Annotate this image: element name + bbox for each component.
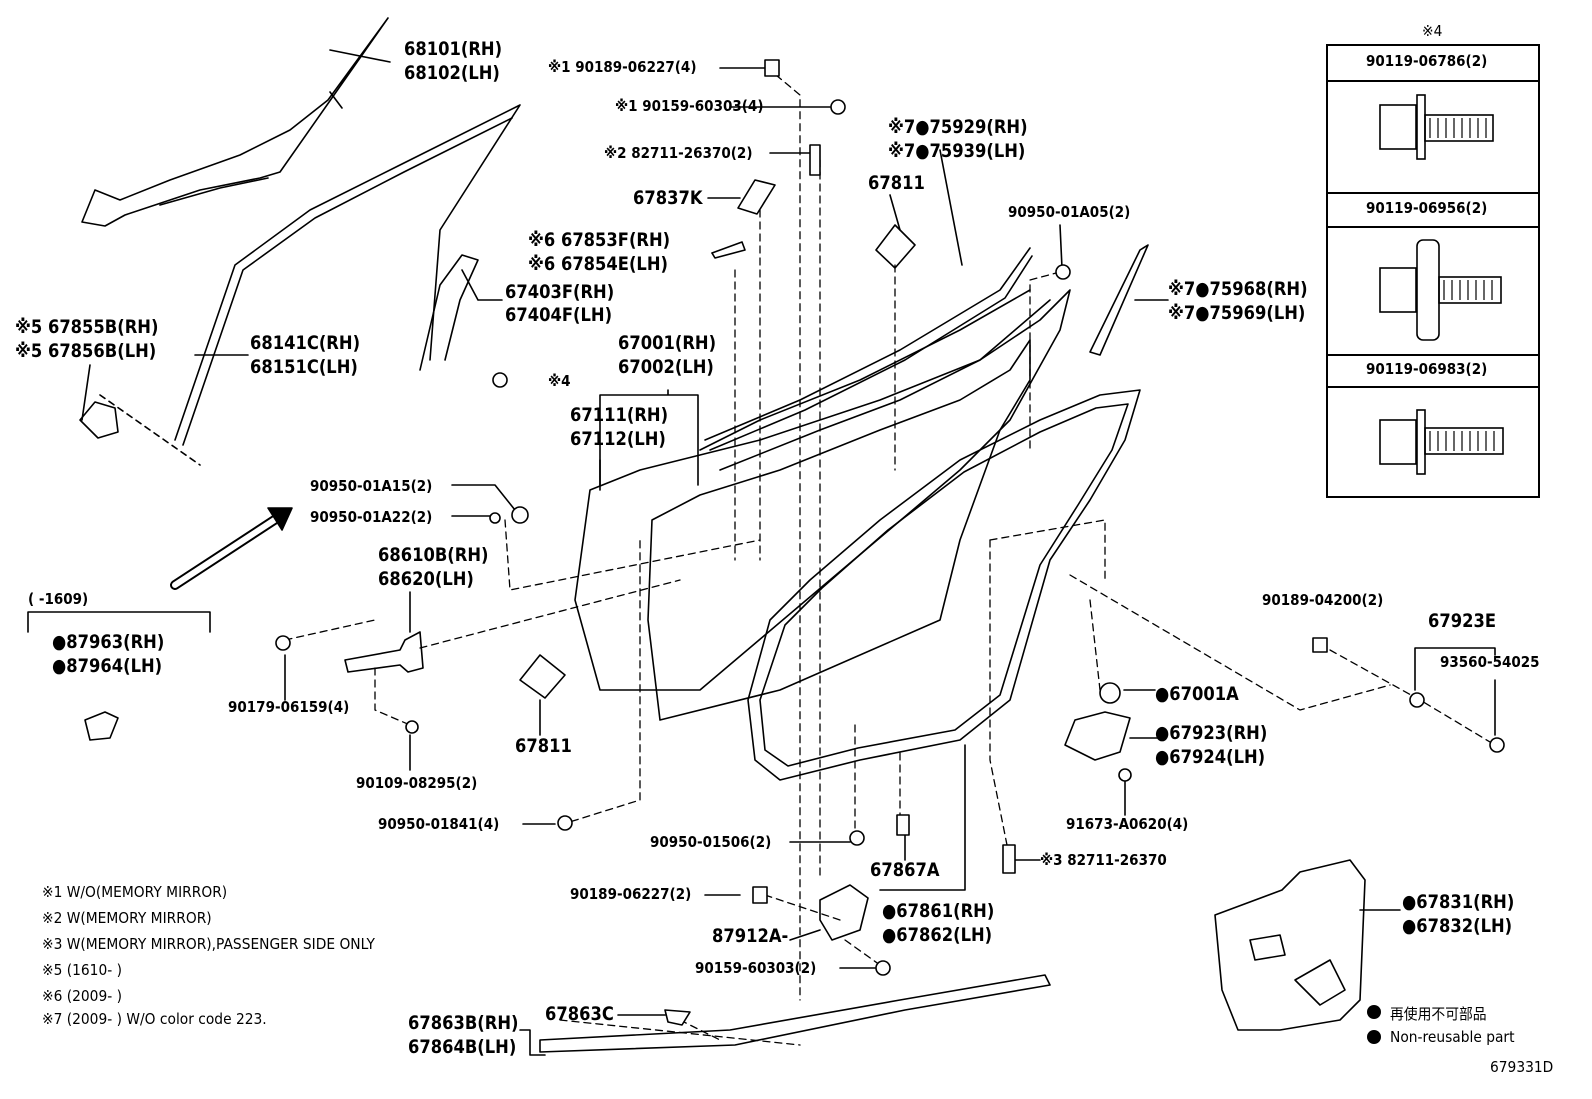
part-label[interactable]: ●67862(LH) [882,924,993,946]
part-label[interactable]: 91673-A0620(4) [1066,815,1189,833]
part-label[interactable]: ※7●75939(LH) [888,140,1026,162]
part-label[interactable]: 67111(RH) [570,404,669,426]
bolt-table-row: 90119-06956(2) [1366,199,1488,217]
part-label[interactable]: ●67831(RH) [1402,891,1515,913]
legend-en: Non-reusable part [1390,1028,1515,1046]
part-label[interactable]: 67923E [1428,610,1497,632]
bolt-table-divider [1326,192,1540,194]
footnote: ※3 W(MEMORY MIRROR),PASSENGER SIDE ONLY [42,935,375,953]
part-label[interactable]: 90950-01506(2) [650,833,772,851]
footnote: ※7 (2009- ) W/O color code 223. [42,1010,267,1028]
bolt-table-divider [1326,386,1540,388]
part-label[interactable]: 67404F(LH) [505,304,613,326]
part-label[interactable]: 67403F(RH) [505,281,615,303]
bolt-table-row: 90119-06786(2) [1366,52,1488,70]
part-label[interactable]: 93560-54025 [1440,653,1540,671]
part-label[interactable]: 90189-04200(2) [1262,591,1384,609]
bolt-table-row: 90119-06983(2) [1366,360,1488,378]
part-label[interactable]: 67001(RH) [618,332,717,354]
footnote: ※5 (1610- ) [42,961,122,979]
part-label[interactable]: 67112(LH) [570,428,666,450]
part-label[interactable]: ※6 67853F(RH) [528,229,671,251]
part-label[interactable]: 68620(LH) [378,568,474,590]
footnote: ※1 W/O(MEMORY MIRROR) [42,883,228,901]
part-label[interactable]: 68151C(LH) [250,356,358,378]
part-label[interactable]: ●67924(LH) [1155,746,1266,768]
part-label[interactable]: ※7●75968(RH) [1168,278,1308,300]
part-label[interactable]: ●67001A [1155,683,1239,705]
part-label[interactable]: 68102(LH) [404,62,500,84]
bolt-table-title: ※4 [1422,22,1443,40]
door-weatherstrip [747,389,1141,781]
part-label[interactable]: 67863B(RH) [408,1012,519,1034]
part-label[interactable]: ※7●75929(RH) [888,116,1028,138]
part-label[interactable]: 68101(RH) [404,38,503,60]
part-label[interactable]: ( -1609) [28,590,89,608]
door-hinge [344,631,424,673]
part-label[interactable]: 67864B(LH) [408,1036,517,1058]
part-label[interactable]: 90950-01A15(2) [310,477,433,495]
part-label[interactable]: ※2 82711-26370(2) [604,144,753,162]
part-label[interactable]: 90159-60303(2) [695,959,817,977]
door-glass [81,17,389,227]
part-label[interactable]: 67811 [515,735,572,757]
part-label[interactable]: ※1 90189-06227(4) [548,58,697,76]
part-label[interactable]: 87912A- [712,925,789,947]
service-hole-cover [1214,859,1366,1031]
part-label[interactable]: 67867A [870,859,940,881]
part-label[interactable]: ※3 82711-26370 [1040,851,1167,869]
part-label[interactable]: 68141C(RH) [250,332,361,354]
door-frame-moulding [174,104,521,441]
part-label[interactable]: 68610B(RH) [378,544,489,566]
part-label[interactable]: 67863C [545,1003,614,1025]
part-label[interactable]: ●67923(RH) [1155,722,1268,744]
bolt-table [1326,44,1540,498]
part-label[interactable]: 67811 [868,172,925,194]
part-label[interactable]: ●87964(LH) [52,655,163,677]
part-label[interactable]: ※5 67855B(RH) [15,316,159,338]
part-label[interactable]: ●67832(LH) [1402,915,1513,937]
part-label[interactable]: 67837K [633,187,703,209]
footnote: ※2 W(MEMORY MIRROR) [42,909,212,927]
part-label[interactable]: 90109-08295(2) [356,774,478,792]
part-label[interactable]: 90950-01A05(2) [1008,203,1131,221]
part-label[interactable]: 90189-06227(2) [570,885,692,903]
figure-id: 679331D [1490,1058,1554,1076]
part-label[interactable]: 90950-01841(4) [378,815,500,833]
bolt-table-divider [1326,80,1540,82]
part-label[interactable]: ※5 67856B(LH) [15,340,157,362]
part-label[interactable]: ●87963(RH) [52,631,165,653]
bolt-table-divider [1326,354,1540,356]
part-label[interactable]: ●67861(RH) [882,900,995,922]
footnote: ※6 (2009- ) [42,987,122,1005]
part-label[interactable]: ※1 90159-60303(4) [615,97,764,115]
part-label[interactable]: ※4 [548,372,571,390]
part-label[interactable]: 67002(LH) [618,356,714,378]
bolt-table-divider [1326,226,1540,228]
part-label[interactable]: 90950-01A22(2) [310,508,433,526]
bolt-illustrations [1379,94,1504,475]
part-label[interactable]: 90179-06159(4) [228,698,350,716]
legend-jp: 再使用不可部品 [1390,1005,1487,1023]
part-label[interactable]: ※6 67854E(LH) [528,253,668,275]
part-label[interactable]: ※7●75969(LH) [1168,302,1306,324]
